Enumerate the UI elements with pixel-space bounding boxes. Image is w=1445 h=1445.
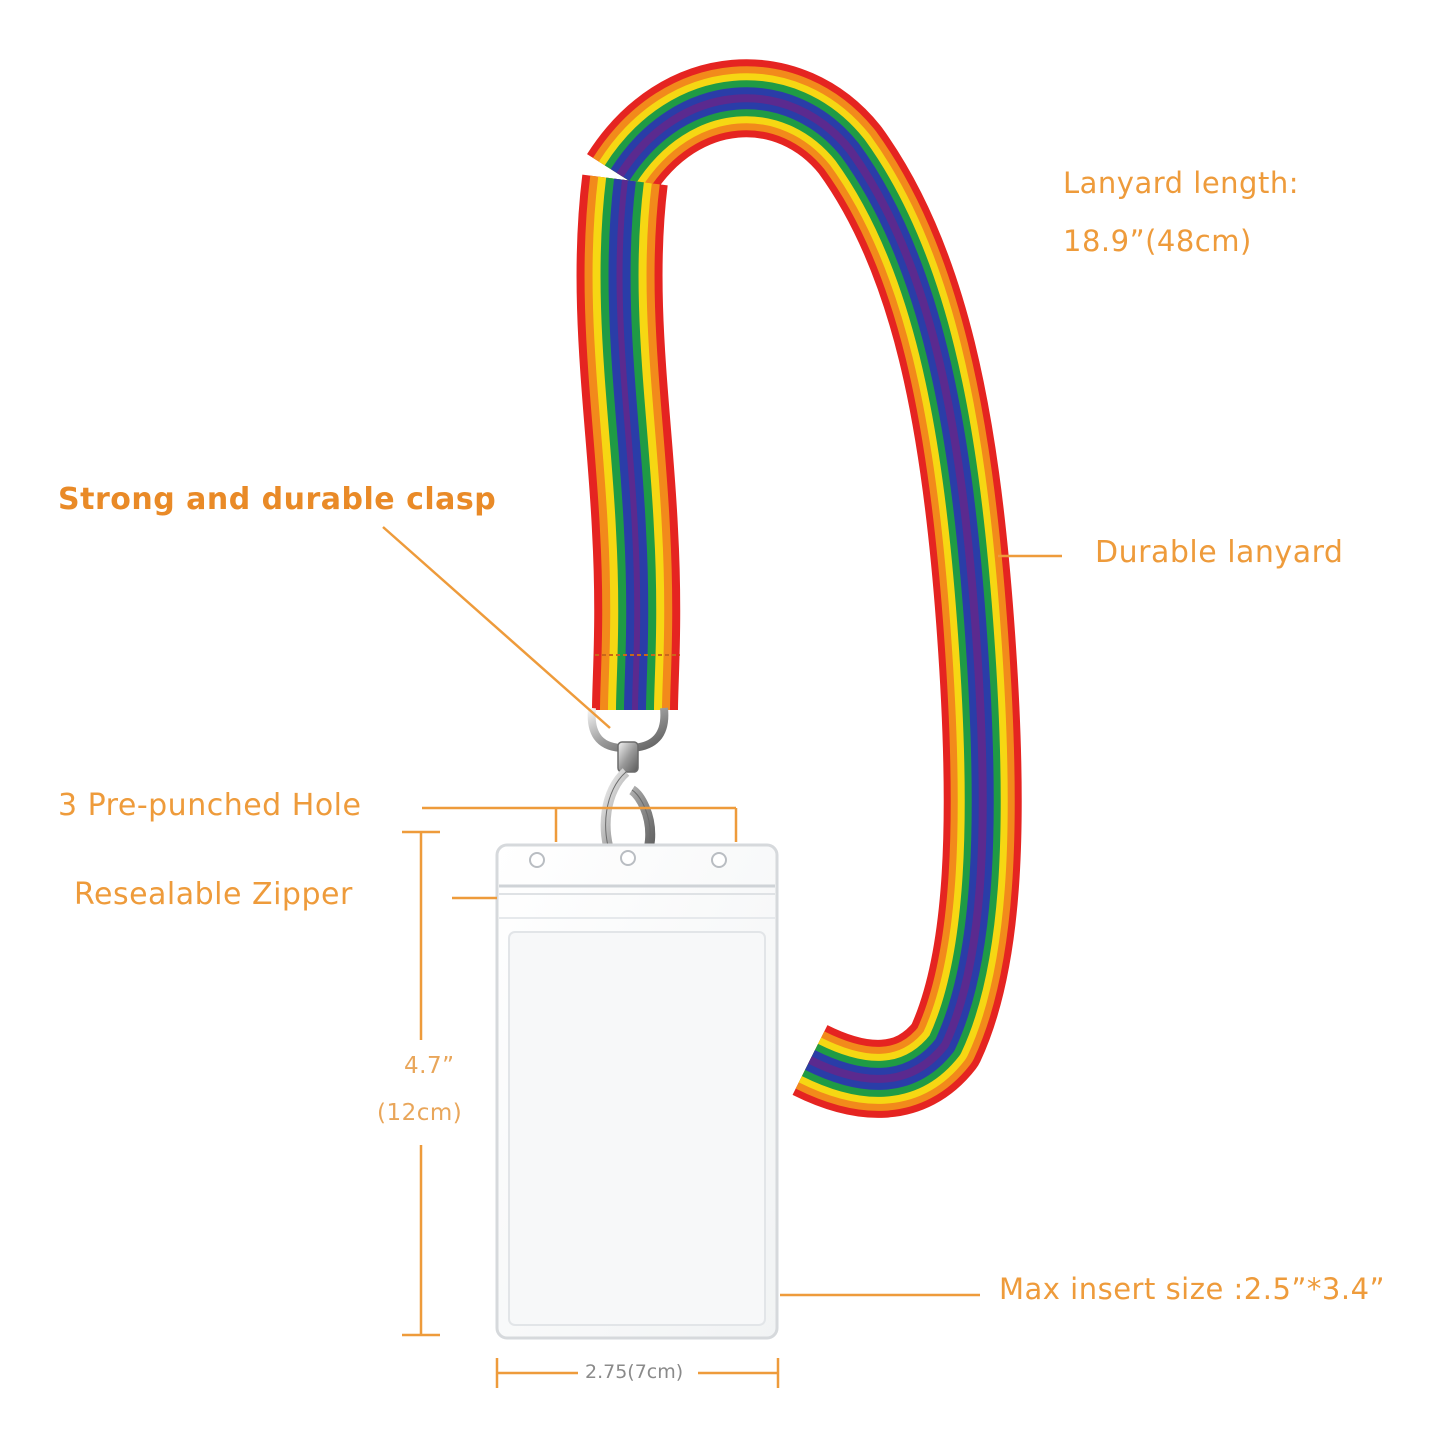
- height-inches-label: 4.7”: [404, 1053, 455, 1079]
- pre-punched-hole-label: 3 Pre-punched Hole: [58, 788, 362, 823]
- lanyard-strap: [576, 59, 1022, 1118]
- badge-pouch: [495, 843, 779, 1340]
- clasp-label: Strong and durable clasp: [58, 482, 497, 517]
- height-cm-label: (12cm): [377, 1100, 463, 1126]
- lanyard-length-title: Lanyard length:: [1063, 166, 1299, 200]
- punched-hole-left: [529, 852, 545, 868]
- resealable-zipper-label: Resealable Zipper: [74, 877, 353, 912]
- lanyard-length-value: 18.9”(48cm): [1063, 224, 1252, 258]
- durable-lanyard-label: Durable lanyard: [1095, 535, 1344, 570]
- punched-hole-right: [711, 852, 727, 868]
- punched-hole-center: [620, 850, 636, 866]
- max-insert-size-label: Max insert size :2.5”*3.4”: [999, 1272, 1386, 1306]
- width-label: 2.75(7cm): [585, 1361, 684, 1383]
- annotation-lines: [382, 526, 1062, 1388]
